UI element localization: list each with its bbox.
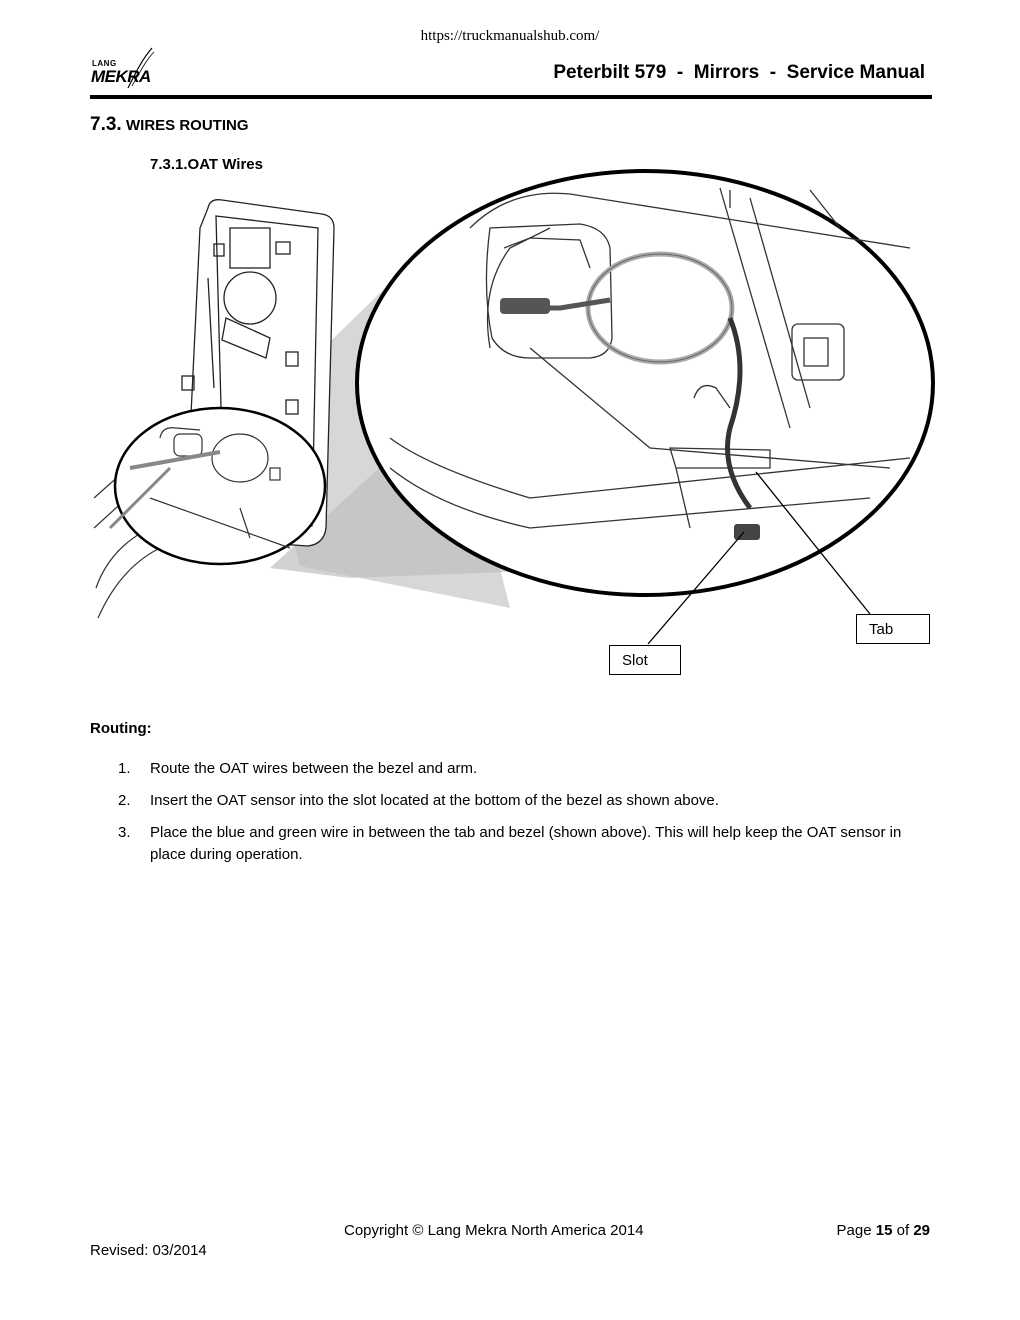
routing-step: 1. Route the OAT wires between the bezel… xyxy=(118,758,933,780)
subsection-title: 7.3.1.OAT Wires xyxy=(150,156,263,173)
routing-step: 3. Place the blue and green wire in betw… xyxy=(118,822,933,866)
footer-revised-date: Revised: 03/2014 xyxy=(90,1242,207,1259)
step-number: 2. xyxy=(118,792,131,809)
section-number: 7.3. xyxy=(90,114,122,135)
callout-tab: Tab xyxy=(856,614,930,644)
routing-heading: Routing: xyxy=(90,720,152,737)
detail-circle-large xyxy=(355,169,935,597)
logo-mekra-text: MEKRA xyxy=(91,67,151,86)
oat-wire-loop-outline xyxy=(587,253,733,363)
step-text: Route the OAT wires between the bezel an… xyxy=(150,760,478,777)
footer-page-number: Page 15 of 29 xyxy=(837,1222,930,1239)
page-of: of xyxy=(896,1222,910,1239)
oat-sensor-body xyxy=(500,298,550,314)
routing-steps: 1. Route the OAT wires between the bezel… xyxy=(118,758,933,876)
page-label: Page xyxy=(836,1222,872,1239)
callout-slot: Slot xyxy=(609,645,681,675)
page-total: 29 xyxy=(913,1222,930,1239)
detail-circle-small xyxy=(113,406,327,566)
company-logo: LANG MEKRA xyxy=(88,44,158,90)
tab-leader-line xyxy=(755,471,871,615)
logo-swoosh-icon xyxy=(127,47,155,89)
step-number: 1. xyxy=(118,760,131,777)
step-number: 3. xyxy=(118,824,131,841)
source-url[interactable]: https://truckmanualshub.com/ xyxy=(420,28,600,44)
small-circle-detail xyxy=(108,427,291,549)
logo-lang-text: LANG xyxy=(92,59,117,68)
step-text: Place the blue and green wire in between… xyxy=(150,824,902,863)
document-title: Peterbilt 579 - Mirrors - Service Manual xyxy=(553,62,925,83)
oat-wire-run xyxy=(725,317,753,510)
page-current: 15 xyxy=(875,1222,893,1239)
footer-copyright: Copyright © Lang Mekra North America 201… xyxy=(344,1222,644,1239)
oat-sensor-clip xyxy=(734,524,760,540)
routing-step: 2. Insert the OAT sensor into the slot l… xyxy=(118,790,933,812)
section-title: WIRES ROUTING xyxy=(126,117,249,134)
header-divider xyxy=(90,95,932,99)
step-text: Insert the OAT sensor into the slot loca… xyxy=(150,792,719,809)
oat-wires-illustration xyxy=(93,169,935,645)
large-circle-detail xyxy=(389,187,911,529)
slot-leader-line xyxy=(647,531,745,645)
